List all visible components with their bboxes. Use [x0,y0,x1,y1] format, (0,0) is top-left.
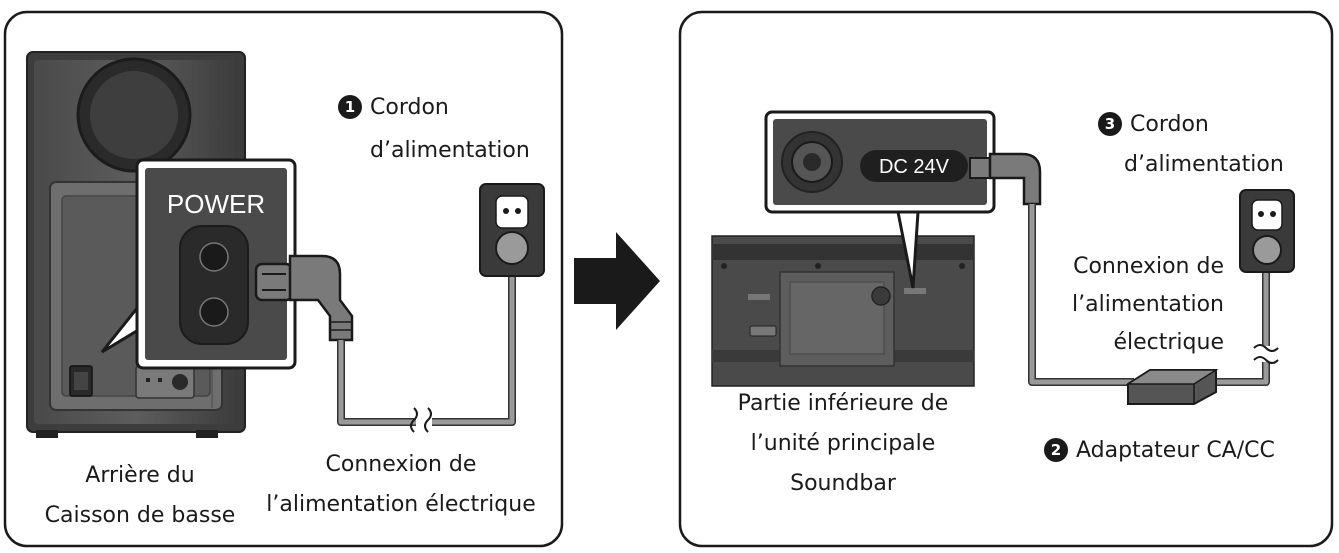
right-connection-label-line2: l’alimentation [1072,292,1224,317]
right-cord-label-line1: Cordon [1130,112,1209,137]
left-connection-caption: Connexion de l’alimentation électrique [254,450,548,520]
adapter-label-text: Adaptateur CA/CC [1076,438,1275,463]
cable-break-icon [410,407,432,433]
left-power-plug [254,254,354,342]
right-connection-label-line3: électrique [1113,330,1224,355]
subwoofer-caption: Arrière du Caisson de basse [20,461,260,531]
left-cord-label-line1: Cordon [370,95,449,120]
right-arrow-icon [574,232,660,330]
left-cord-label-line2: d’alimentation [370,138,530,163]
left-cord-label: 1 Cordon [338,93,449,123]
soundbar-underside [711,235,975,387]
dc-port-label: DC 24V [879,156,950,178]
soundbar-caption: Partie inférieure de l’unité principale … [718,384,968,504]
right-cord-label: 3 Cordon [1098,110,1209,140]
dc-plug [969,152,1042,206]
cable-break-icon [1253,344,1279,364]
right-connection-label-line1: Connexion de [1073,254,1224,279]
soundbar-caption-line2: l’unité principale [750,431,936,456]
left-connection-caption-line2: l’alimentation électrique [266,492,536,517]
step-number-3: 3 [1098,112,1122,136]
subwoofer-caption-line2: Caisson de basse [44,503,236,528]
power-port-label: POWER [167,189,265,219]
power-socket-icon [1239,189,1295,273]
dc-port-callout: DC 24V [764,110,996,214]
power-port-callout: POWER [135,158,297,370]
step-number-1: 1 [338,95,362,119]
soundbar-caption-line1: Partie inférieure de [737,391,949,416]
step-number-2: 2 [1044,438,1068,462]
left-connection-caption-line1: Connexion de [325,452,477,477]
power-socket-icon [479,183,545,277]
right-cord-label-line2: d’alimentation [1124,152,1284,177]
right-connection-label: Connexion de l’alimentation électrique [1036,248,1224,362]
subwoofer-caption-line1: Arrière du [85,463,195,488]
adapter-label: 2 Adaptateur CA/CC [1044,436,1275,466]
soundbar-caption-line3: Soundbar [790,471,896,496]
ac-dc-adapter [1125,369,1219,405]
